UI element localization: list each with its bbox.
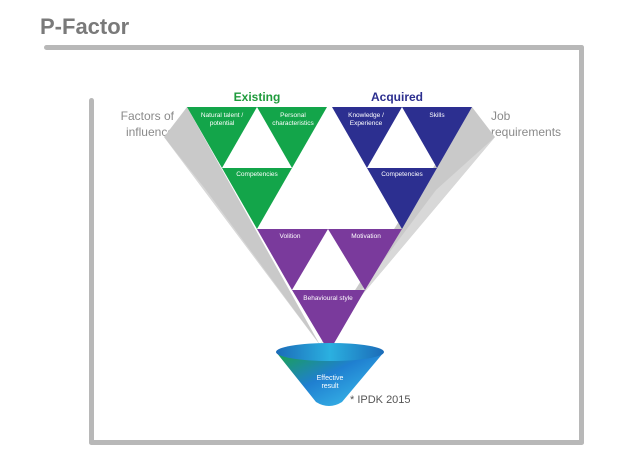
factors-of-influence-label: Factors of influence: [120, 109, 174, 139]
existing-label: Existing: [233, 90, 281, 104]
skills-label: Skills: [429, 112, 445, 119]
volition-segment: [257, 229, 328, 290]
frame-line-bottom: [89, 440, 584, 445]
natural-talent-label: Natural talent /potential: [201, 112, 243, 127]
credit-note: * IPDK 2015: [350, 394, 411, 406]
left-grey-wing: [164, 107, 320, 345]
funnel-rim: [276, 343, 384, 361]
behavioural-style-segment: [292, 290, 365, 352]
acquired-label: Acquired: [370, 90, 423, 104]
knowledge-experience-segment: [332, 107, 402, 168]
behavioural-style-label: Behavioural style: [303, 295, 353, 302]
frame-line-right: [579, 45, 584, 445]
skills-segment: [402, 107, 472, 168]
personal-characteristics-segment: [257, 107, 327, 168]
motivation-label: Motivation: [351, 233, 381, 240]
competencies-existing-label: Competencies: [236, 171, 278, 178]
knowledge-experience-label: Knowledge /Experience: [348, 112, 384, 127]
frame-line-top: [44, 45, 584, 50]
volition-label: Volition: [280, 233, 301, 240]
job-requirements-label: Job requirements: [491, 109, 562, 139]
motivation-segment: [328, 229, 402, 290]
competencies-acquired-label: Competencies: [381, 171, 423, 178]
left-grey-wing-shade: [164, 137, 320, 345]
frame-line-left: [89, 98, 94, 445]
right-grey-wing-shade: [320, 137, 495, 345]
competencies-existing-segment: [222, 168, 292, 229]
page-title: P-Factor: [40, 14, 130, 39]
funnel-body: [276, 352, 384, 406]
natural-talent-segment: [187, 107, 257, 168]
competencies-acquired-segment: [367, 168, 437, 229]
